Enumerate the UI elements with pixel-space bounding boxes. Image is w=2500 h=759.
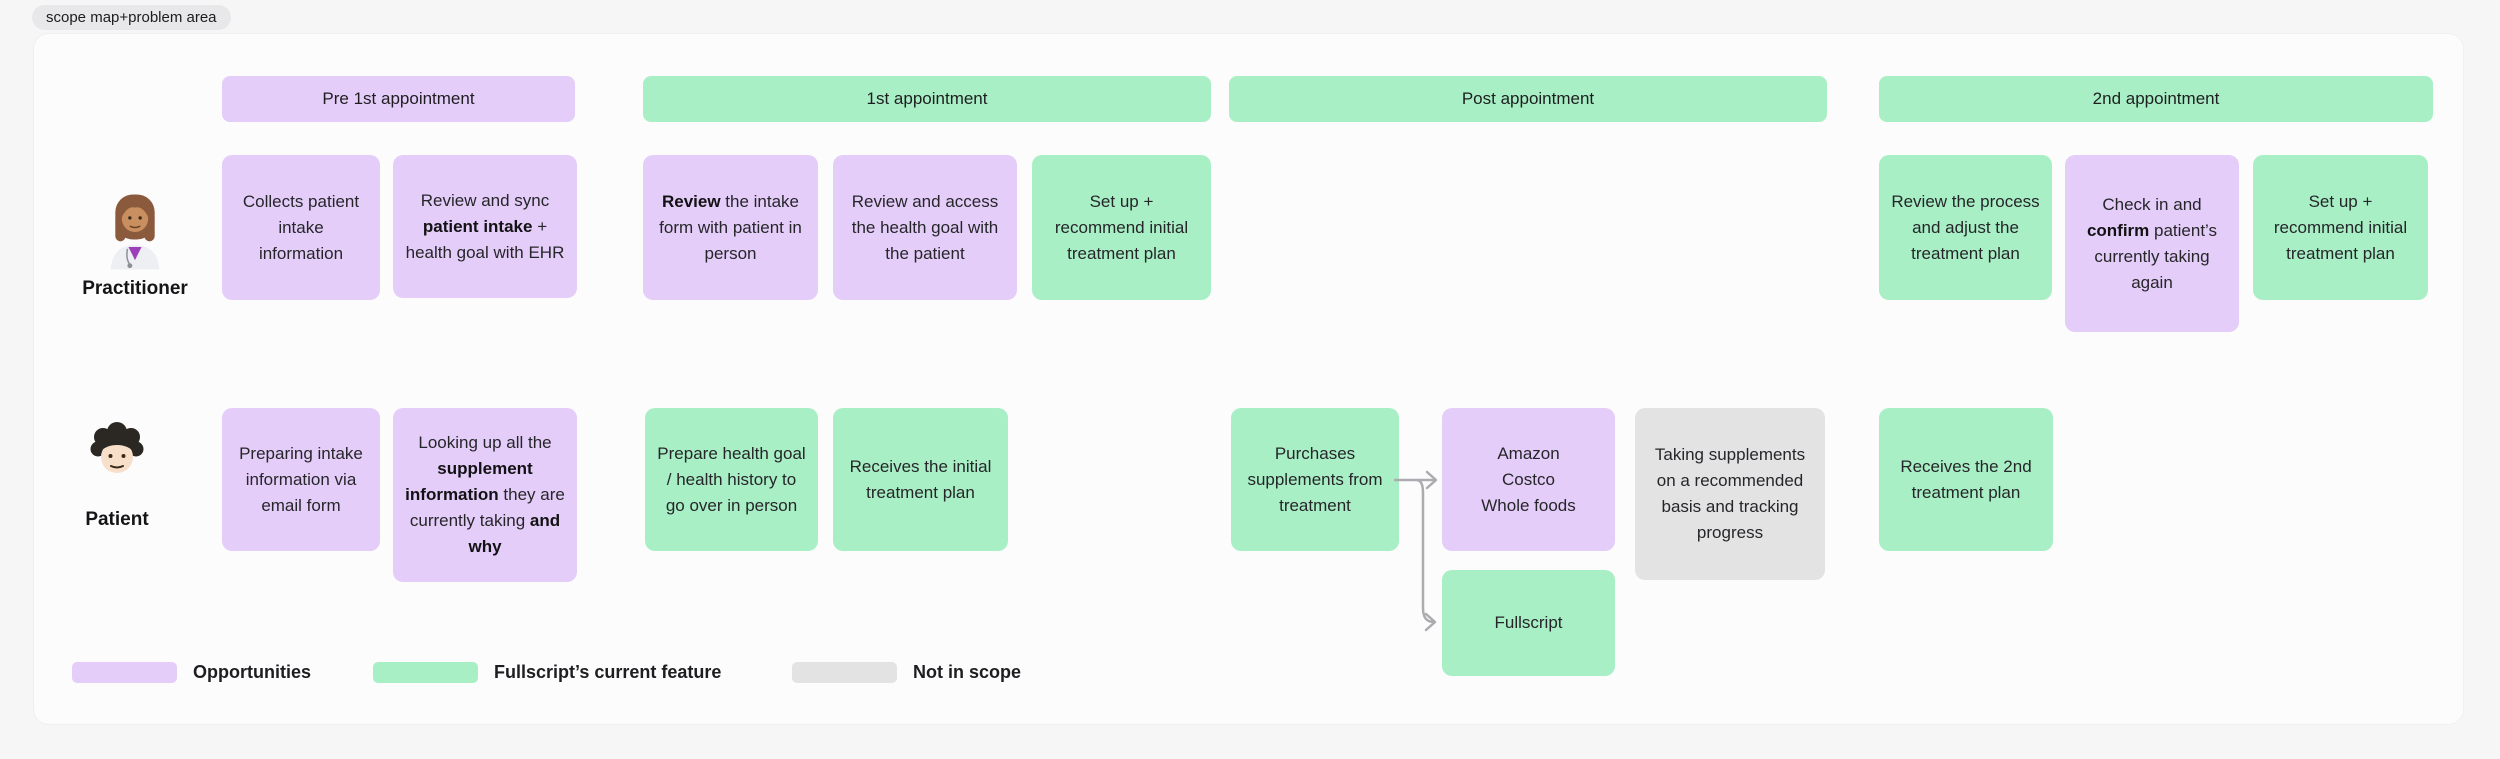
legend-swatch-feature [373, 662, 478, 683]
legend-item-opportunity: Opportunities [72, 662, 311, 683]
legend-swatch-not_in_scope [792, 662, 897, 683]
journey-card[interactable]: Fullscript [1442, 570, 1615, 676]
journey-card[interactable]: Check in and confirm patient’s currently… [2065, 155, 2239, 332]
column-header-3[interactable]: Post appointment [1229, 76, 1827, 122]
journey-card-text: Check in and confirm patient’s currently… [2086, 194, 2218, 292]
row-practitioner: Practitioner [62, 192, 208, 300]
journey-card[interactable]: Amazon Costco Whole foods [1442, 408, 1615, 551]
journey-card-text: Looking up all the supplement informatio… [405, 433, 565, 556]
legend-label: Not in scope [913, 662, 1022, 682]
row-patient: Patient [62, 421, 172, 531]
journey-card[interactable]: Review the intake form with patient in p… [643, 155, 818, 300]
journey-card-text: Receives the 2nd treatment plan [1900, 456, 2032, 502]
legend-item-not_in_scope: Not in scope [792, 662, 1021, 683]
journey-card[interactable]: Set up + recommend initial treatment pla… [1032, 155, 1211, 300]
column-header-1[interactable]: Pre 1st appointment [222, 76, 575, 122]
journey-card[interactable]: Purchases supplements from treatment [1231, 408, 1399, 551]
journey-card-text: Taking supplements on a recommended basi… [1654, 445, 1806, 542]
journey-card[interactable]: Receives the initial treatment plan [833, 408, 1008, 551]
journey-card[interactable]: Set up + recommend initial treatment pla… [2253, 155, 2428, 300]
column-header-4[interactable]: 2nd appointment [1879, 76, 2433, 122]
journey-card[interactable]: Review and access the health goal with t… [833, 155, 1017, 300]
row-label-practitioner: Practitioner [82, 278, 188, 299]
connector-arrows [1393, 470, 1438, 632]
legend-label: Fullscript’s current feature [494, 662, 722, 682]
journey-card-text: Preparing intake information via email f… [239, 443, 363, 515]
journey-card[interactable]: Receives the 2nd treatment plan [1879, 408, 2053, 551]
board-tag[interactable]: scope map+problem area [32, 5, 231, 30]
journey-card-text: Review and access the health goal with t… [851, 191, 999, 263]
journey-card-text: Amazon Costco Whole foods [1481, 443, 1576, 515]
journey-card[interactable]: Preparing intake information via email f… [222, 408, 380, 551]
legend-label: Opportunities [193, 662, 311, 682]
journey-card-text: Purchases supplements from treatment [1247, 443, 1383, 515]
journey-card[interactable]: Prepare health goal / health history to … [645, 408, 818, 551]
legend-swatch-opportunity [72, 662, 177, 683]
scope-map-canvas [33, 33, 2464, 725]
journey-card-text: Review the intake form with patient in p… [659, 191, 802, 263]
journey-card-text: Prepare health goal / health history to … [657, 443, 806, 515]
journey-card[interactable]: Taking supplements on a recommended basi… [1635, 408, 1825, 580]
journey-card-text: Set up + recommend initial treatment pla… [1054, 191, 1189, 263]
journey-card-text: Review and sync patient intake + health … [405, 190, 565, 262]
journey-card[interactable]: Review and sync patient intake + health … [393, 155, 577, 298]
column-header-2[interactable]: 1st appointment [643, 76, 1211, 122]
journey-card-text: Set up + recommend initial treatment pla… [2273, 191, 2408, 263]
row-label-patient: Patient [85, 509, 149, 530]
journey-card[interactable]: Collects patient intake information [222, 155, 380, 300]
journey-card-text: Review the process and adjust the treatm… [1891, 191, 2040, 263]
journey-card-text: Fullscript [1494, 613, 1563, 632]
journey-card[interactable]: Review the process and adjust the treatm… [1879, 155, 2052, 300]
legend-item-feature: Fullscript’s current feature [373, 662, 721, 683]
journey-card-text: Receives the initial treatment plan [849, 456, 992, 502]
person-curly-hair-emoji [90, 422, 144, 473]
journey-card[interactable]: Looking up all the supplement informatio… [393, 408, 577, 582]
woman-health-worker-emoji [110, 194, 160, 270]
journey-card-text: Collects patient intake information [242, 191, 360, 263]
